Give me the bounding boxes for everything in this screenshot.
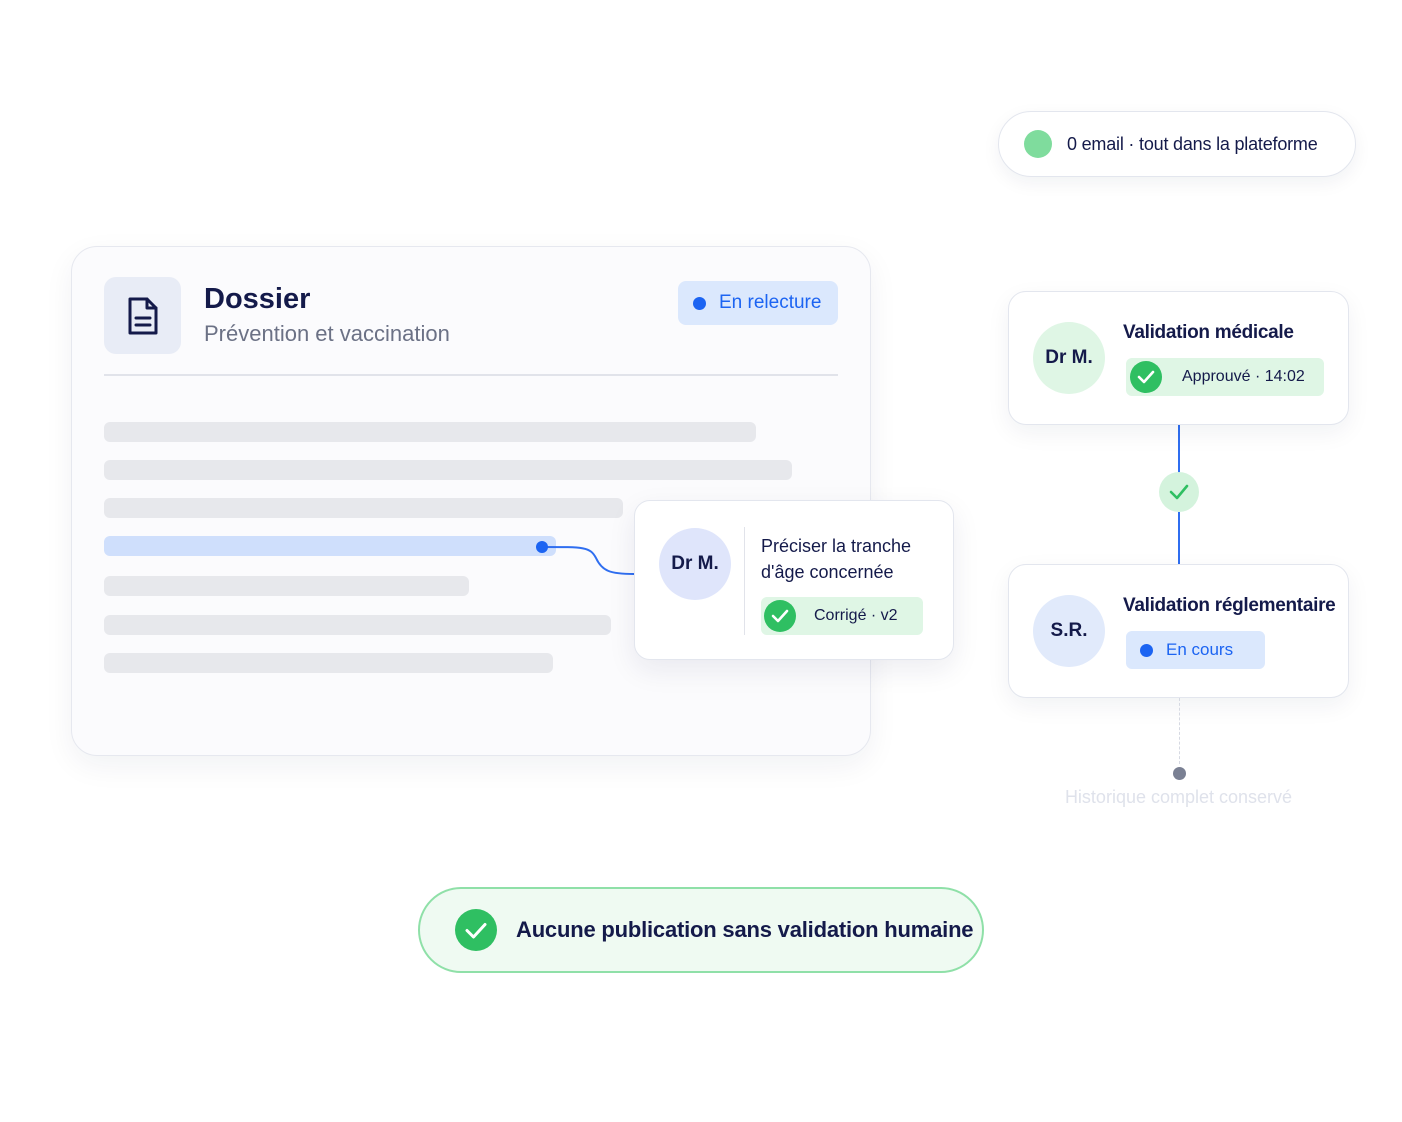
status-dot — [1140, 643, 1153, 657]
history-connector — [1179, 698, 1180, 764]
comment-popover[interactable]: Dr M. Préciser la tranche d'âge concerné… — [634, 500, 954, 660]
status-dot — [1024, 130, 1052, 158]
highlighted-text-line[interactable] — [104, 536, 556, 556]
validation-card-regulatory[interactable]: S.R. Validation réglementaire En cours — [1008, 564, 1349, 698]
text-placeholder-line — [104, 615, 611, 635]
validation-status-label: Approuvé · 14:02 — [1182, 368, 1305, 385]
validation-title: Validation réglementaire — [1123, 595, 1336, 616]
validation-title: Validation médicale — [1123, 322, 1294, 343]
history-label: Historique complet conservé — [1064, 787, 1293, 807]
workflow-connector — [1178, 512, 1180, 565]
workflow-connector — [1178, 425, 1180, 473]
text-placeholder-line — [104, 576, 469, 596]
check-icon — [764, 600, 796, 632]
divider — [744, 527, 745, 635]
dossier-subtitle: Prévention et vaccination — [204, 321, 450, 346]
status-label: En relecture — [719, 292, 822, 313]
divider — [104, 374, 838, 376]
text-placeholder-line — [104, 422, 756, 442]
comment-status-badge: Corrigé · v2 — [761, 597, 923, 635]
validation-status-label: En cours — [1166, 640, 1234, 659]
text-placeholder-line — [104, 460, 792, 480]
avatar: Dr M. — [659, 528, 731, 600]
platform-info-pill: 0 email · tout dans la plateforme — [998, 111, 1356, 177]
human-validation-text: Aucune publication sans validation humai… — [516, 917, 974, 942]
status-badge: En relecture — [678, 281, 838, 325]
platform-info-text: 0 email · tout dans la plateforme — [1067, 133, 1318, 154]
validation-status-badge: En cours — [1126, 631, 1265, 669]
check-icon — [1159, 472, 1199, 512]
check-icon — [1130, 361, 1162, 393]
human-validation-banner: Aucune publication sans validation humai… — [418, 887, 984, 973]
comment-text: Préciser la tranche d'âge concernée — [761, 536, 912, 582]
status-dot — [693, 296, 706, 310]
avatar: Dr M. — [1033, 322, 1105, 394]
text-placeholder-line — [104, 653, 553, 673]
comment-status-label: Corrigé · v2 — [814, 607, 898, 624]
validation-status-badge: Approuvé · 14:02 — [1126, 358, 1324, 396]
avatar: S.R. — [1033, 595, 1105, 667]
text-placeholder-line — [104, 498, 623, 518]
validation-card-medical[interactable]: Dr M. Validation médicale Approuvé · 14:… — [1008, 291, 1349, 425]
dossier-title: Dossier — [204, 283, 311, 315]
comment-connector — [536, 541, 635, 575]
history-dot — [1173, 767, 1186, 780]
document-icon — [104, 277, 181, 354]
check-icon — [455, 909, 497, 951]
